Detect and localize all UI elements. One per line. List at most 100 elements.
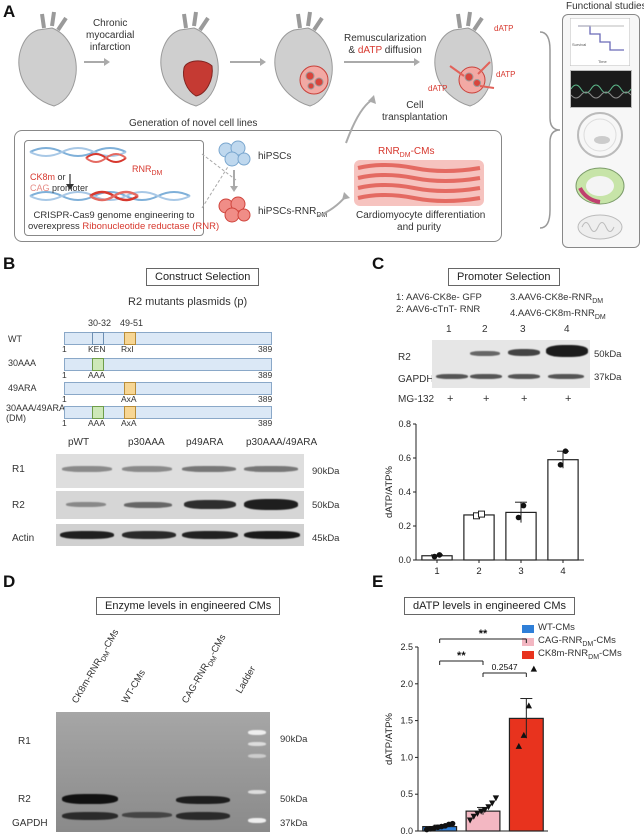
- dashed-connector: [201, 153, 237, 209]
- blot-col-pdm: p30AAA/49ARA: [246, 437, 318, 448]
- infarcted-heart-icon: [160, 11, 219, 107]
- promoter-legend-right: 3.AAV6-CK8e-RNRDM 4.AAV6-CK8m-RNRDM: [510, 292, 606, 321]
- y-tick-label: 0.6: [398, 453, 411, 463]
- hipscs-label: hiPSCs: [258, 151, 292, 162]
- y-tick-label: 0.4: [398, 487, 411, 497]
- y-tick-label: 0.0: [398, 555, 411, 565]
- panel-b-letter: B: [3, 254, 16, 273]
- y-tick-label: 1.5: [400, 716, 413, 726]
- lane-d-ladder: Ladder: [234, 664, 259, 696]
- y-tick-label: 0.2: [398, 521, 411, 531]
- y-tick-label: 0.5: [400, 789, 413, 799]
- hipscs-rnr-cells-icon: [218, 196, 251, 223]
- blot-row-r1: R1: [12, 464, 25, 475]
- kda-37-d: 37kDa: [280, 818, 308, 829]
- sig-label-1: **: [479, 628, 488, 640]
- survival-plot-thumbnail: Survival Time: [570, 18, 630, 66]
- dna-diagram: [29, 147, 191, 202]
- row-d-gapdh: GAPDH: [12, 818, 48, 829]
- y-axis-label: dATP/ATP%: [384, 465, 395, 517]
- echo-thumbnail: [570, 70, 632, 108]
- panel-a-hearts: [18, 11, 495, 107]
- pval-label: 0.2547: [492, 662, 518, 672]
- data-point: [520, 731, 528, 738]
- promoter-label: CK8m or CAG promoter: [30, 172, 89, 193]
- blot-col-pwt: pWT: [68, 437, 90, 448]
- panel-d-letter: D: [3, 572, 16, 591]
- data-point: [481, 807, 489, 814]
- kda-50-d: 50kDa: [280, 794, 308, 805]
- bar: [463, 514, 495, 561]
- legend-swatch-cag: [522, 638, 534, 646]
- exercise-wheel-icon: [577, 112, 623, 158]
- construct-selection-title: Construct Selection: [146, 268, 260, 286]
- lane-c-4: 4: [564, 324, 570, 335]
- legend-label-cag: CAG-RNRDM-CMs: [538, 635, 616, 648]
- data-point: [489, 800, 496, 807]
- remuscularized-heart-icon: [274, 11, 333, 107]
- x-tick-label: 1: [434, 566, 439, 577]
- blot-row-r2: R2: [12, 500, 25, 511]
- row-c-gapdh: GAPDH: [398, 374, 434, 385]
- legend-label-ck8m: CK8m-RNRDM-CMs: [538, 648, 622, 661]
- data-point: [449, 820, 456, 827]
- mg132-plus-4: +: [565, 393, 572, 405]
- panel-e-letter: E: [372, 572, 384, 591]
- cardiomyocyte-tissue-icon: [354, 160, 484, 206]
- crispr-box: [24, 140, 204, 236]
- data-point: [470, 813, 477, 820]
- data-point: [436, 552, 443, 558]
- kda-50-b: 50kDa: [312, 500, 340, 511]
- data-point: [474, 810, 481, 817]
- cell-line-generation-box: [14, 130, 502, 242]
- data-point: [492, 795, 500, 802]
- blot-row-actin: Actin: [12, 533, 35, 544]
- mg132-plus-3: +: [521, 393, 528, 405]
- x-tick-label: 4: [560, 566, 565, 577]
- data-point: [557, 462, 564, 468]
- enzyme-levels-title: Enzyme levels in engineered CMs: [96, 597, 281, 615]
- y-tick-label: 2.0: [400, 679, 413, 689]
- lane-c-1: 1: [446, 324, 452, 335]
- rnr-cms-label: RNRDM-CMs: [378, 146, 435, 159]
- data-point: [530, 665, 538, 672]
- sig-label-2: **: [457, 650, 466, 662]
- promoter-legend-left: 1: AAV6-CK8e- GFP 2: AAV6-cTnT- RNR: [396, 292, 482, 315]
- kda-50-c: 50kDa: [594, 349, 622, 360]
- row-c-mg132: MG-132: [398, 394, 435, 405]
- healthy-heart-icon: [18, 11, 77, 107]
- histology-section-icon: [575, 167, 625, 205]
- rnr-dm-gene-label: RNRDM: [132, 164, 163, 177]
- generation-title: Generation of novel cell lines: [126, 118, 261, 129]
- kda-90-b: 90kDa: [312, 466, 340, 477]
- cell-transplantation-label: Cell transplantation: [382, 100, 448, 123]
- brace-icon: [539, 31, 561, 229]
- crispr-description: CRISPR-Cas9 genome engineering to overex…: [28, 210, 220, 232]
- data-point: [477, 808, 485, 815]
- row-d-r2: R2: [18, 794, 31, 805]
- y-axis-label: dATP/ATP%: [384, 712, 395, 764]
- datp-diffusion-heart-icon: [434, 11, 495, 107]
- y-tick-label: 0.8: [398, 419, 411, 429]
- blot-col-p49ara: p49ARA: [186, 437, 224, 448]
- lane-d-wt: WT-CMs: [120, 668, 148, 706]
- hipscs-cells-icon: [218, 140, 251, 167]
- panel-c-letter: C: [372, 254, 385, 273]
- data-point: [515, 742, 523, 749]
- x-tick-label: 3: [518, 566, 523, 577]
- y-tick-label: 0.0: [400, 826, 413, 836]
- legend-label-wt: WT-CMs: [538, 622, 575, 633]
- r2-mutants-subtitle: R2 mutants plasmids (p): [128, 296, 248, 308]
- promoter-selection-title: Promoter Selection: [448, 268, 560, 286]
- kda-45-b: 45kDa: [312, 533, 340, 544]
- cm-differentiation-label: Cardiomyocyte differentiation and purity: [356, 210, 486, 233]
- data-point: [520, 502, 527, 509]
- data-point: [431, 553, 438, 560]
- datp-label-1: dATP: [494, 24, 514, 33]
- datp-label-2: dATP: [496, 70, 516, 79]
- range-49-51: 49-51: [120, 318, 144, 328]
- row-c-r2: R2: [398, 352, 411, 363]
- legend-swatch-ck8m: [522, 651, 534, 659]
